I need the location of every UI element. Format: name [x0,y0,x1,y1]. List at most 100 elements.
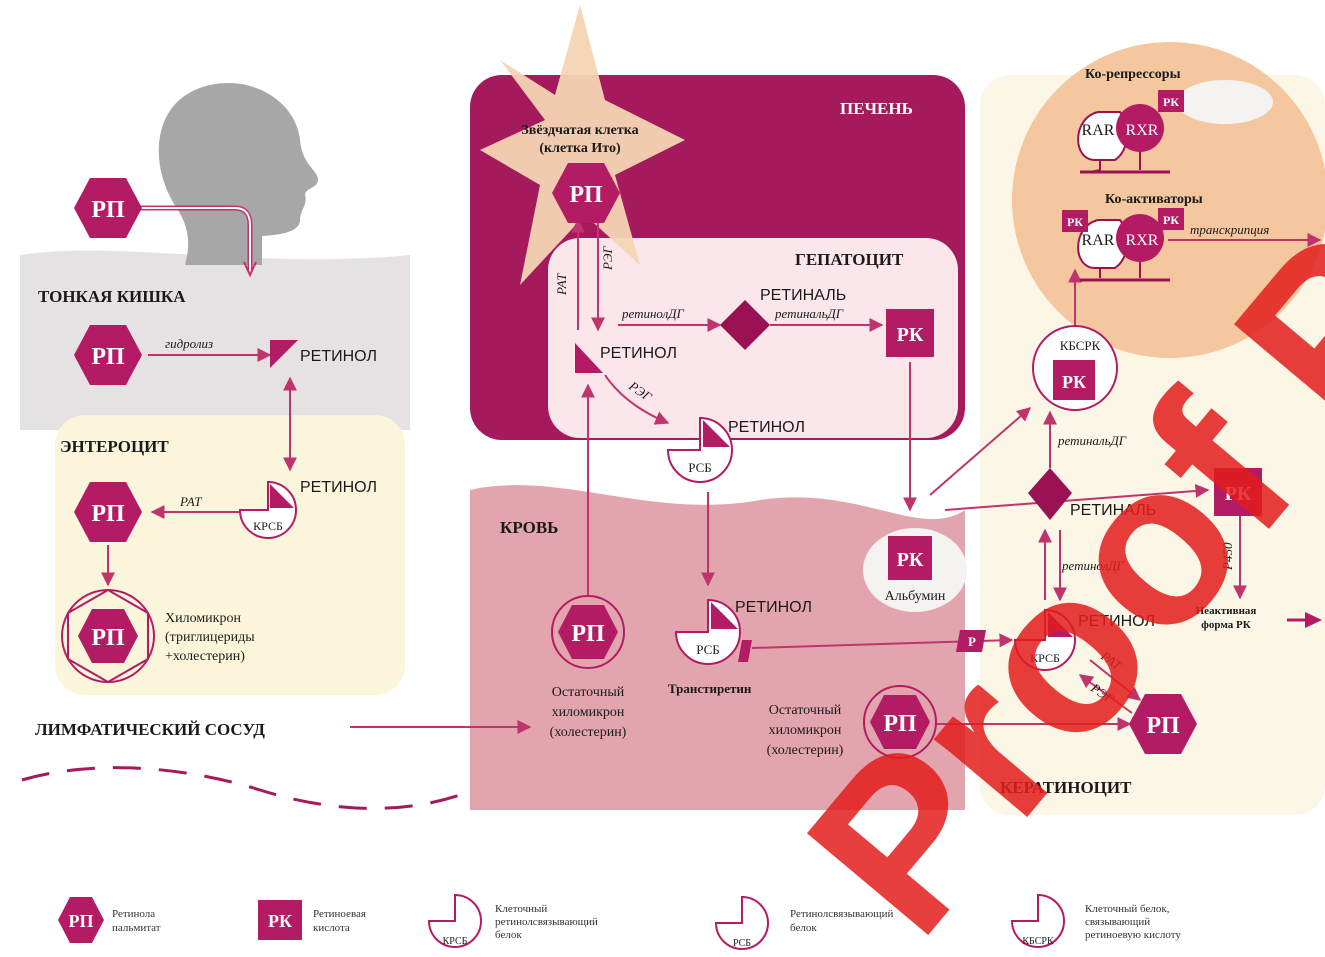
head-silhouette [158,83,318,265]
svg-text:РП: РП [91,197,125,223]
enterocyte-region [55,415,405,695]
residual-text-3a: (холестерин) [550,725,627,740]
intestine-region [20,250,410,430]
svg-text:РК: РК [1067,215,1083,229]
svg-text:РСБ: РСБ [733,938,751,949]
retinal-diamond-kerat [1028,468,1072,520]
hepatocyte-reg-arrow [604,374,670,425]
svg-text:пальмитат: пальмитат [112,922,161,934]
rp-enterocyte: РП [74,482,142,542]
transcription-label: транскрипция [1190,222,1269,237]
svg-text:РК: РК [1163,95,1179,109]
svg-text:РП: РП [571,621,605,647]
chylo-text-3: +холестерин) [165,649,245,664]
albumin-text: Альбумин [885,589,946,604]
enzyme-p450: P450 [1220,542,1235,571]
blood-label: КРОВЬ [500,518,558,537]
legend-item-rk: РК Ретиноевая кислота [258,900,366,940]
legend-item-rp: РП Ретинола пальмитат [58,897,161,943]
retinal-label-kerat: РЕТИНАЛЬ [1070,502,1156,519]
svg-text:РК: РК [268,911,292,931]
svg-text:РК: РК [1062,372,1086,392]
legend-item-krsb: КРСБ Клеточный ретинолсвязывающий белок [427,893,598,948]
rk-albumin: РК [888,536,932,580]
hepatocyte-label: ГЕПАТОЦИТ [795,250,904,269]
retinol-label-intestine: РЕТИНОЛ [300,348,377,365]
corepressors-label: Ко-репрессоры [1085,67,1181,82]
svg-text:РП: РП [91,344,125,370]
svg-text:РСБ: РСБ [696,642,720,657]
retinal-label-hepatocyte: РЕТИНАЛЬ [760,287,846,304]
enzyme-rat-stellate: РАТ [554,273,569,296]
inactive-text-1: Неактивная [1196,605,1257,617]
residual-text-2a: хиломикрон [552,705,625,720]
retinal-diamond-hepatocyte [720,300,770,350]
svg-text:РП: РП [91,625,125,651]
svg-text:КРСБ: КРСБ [443,936,468,947]
retinol-label-rsb-blood: РЕТИНОЛ [735,599,812,616]
ingestion-path-inner [140,207,251,270]
enzyme-rat-enterocyte: РАТ [179,494,202,509]
kbsrk-keratinocyte: КБСРК РК [1032,325,1118,411]
albumin-rk-arrow [944,483,1210,511]
ingestion-arrowhead [243,261,257,278]
enzyme-reg-stellate: РЭГ [600,246,615,271]
svg-text:RXR: RXR [1126,122,1159,139]
stellate-cell [480,5,685,285]
lymph-label: ЛИМФАТИЧЕСКИЙ СОСУД [35,720,265,739]
svg-text:РК: РК [1225,483,1252,505]
svg-text:Ретинолсвязывающий: Ретинолсвязывающий [790,908,894,920]
rk-hepatocyte: РК [886,309,934,357]
svg-text:РП: РП [883,711,917,737]
svg-text:RAR: RAR [1082,232,1115,249]
retinol-triangles [270,340,603,373]
inactive-text-2: форма РК [1201,619,1250,631]
svg-text:КРСБ: КРСБ [1030,651,1060,665]
retinol-triangle-hepatocyte [575,343,603,373]
lymph-wave [21,766,461,810]
svg-text:РП: РП [1146,713,1180,739]
svg-text:Ретиноевая: Ретиноевая [313,908,366,920]
chylo-text-2: (триглицериды [165,630,255,645]
albumin-kbsrk-arrow [929,407,1032,496]
retinol-label-enterocyte: РЕТИНОЛ [300,479,377,496]
enzyme-retinal-dh-liver: ретинальДГ [774,306,844,321]
retinol-label-kerat: РЕТИНОЛ [1078,613,1155,630]
rsb-blood: РСБ [674,598,752,665]
svg-text:белок: белок [495,929,522,941]
receptor-activated: RAR RXR РК РК [1062,208,1184,282]
svg-text:КБСРК: КБСРК [1060,338,1101,353]
svg-text:Ретинола: Ретинола [112,908,155,920]
retinol-label-hepatocyte: РЕТИНОЛ [600,345,677,362]
enzyme-retinol-dh-liver: ретинолДГ [621,306,685,321]
svg-text:РП: РП [69,911,94,931]
svg-text:РК: РК [897,324,924,346]
receptor-repressed: RAR RXR РК [1077,90,1184,174]
legend-item-rsb: РСБ Ретинолсвязывающий белок [714,895,894,950]
svg-text:связывающий: связывающий [1085,916,1150,928]
rp-chylomicron: РП [61,588,155,684]
rp-intestine: РП [74,325,142,385]
chylo-text-1: Хиломикрон [165,611,241,626]
krsb-keratinocyte: КРСБ [1013,608,1076,671]
svg-text:РП: РП [569,182,603,208]
rp-keratinocyte: РП [1129,694,1197,754]
enzyme-retinol-dh-kerat: ретинолДГ [1061,558,1125,573]
rk-keratinocyte: РК [1214,468,1262,516]
svg-text:КБСРК: КБСРК [1022,936,1054,947]
inactive-rk-arrowhead [1305,612,1322,628]
rk-squares: РК РК РК [886,309,1262,580]
stellate-label-2: (клетка Ито) [539,141,621,156]
rp-residual-chylo-blood: РП [551,595,625,669]
svg-text:RAR: RAR [1082,122,1115,139]
enzyme-hydrolysis: гидролиз [165,336,213,351]
residual-text-3b: (холестерин) [767,743,844,758]
svg-text:РП: РП [91,501,125,527]
liver-label: ПЕЧЕНЬ [840,99,913,118]
retinol-triangle-intestine [270,340,298,368]
svg-text:РСБ: РСБ [688,460,712,475]
keratinocyte-rat-arrow [1089,659,1142,701]
legend: РП Ретинола пальмитат РК Ретиноевая кисл… [58,893,1181,950]
rp-residual-chylo-right: РП [863,685,937,759]
